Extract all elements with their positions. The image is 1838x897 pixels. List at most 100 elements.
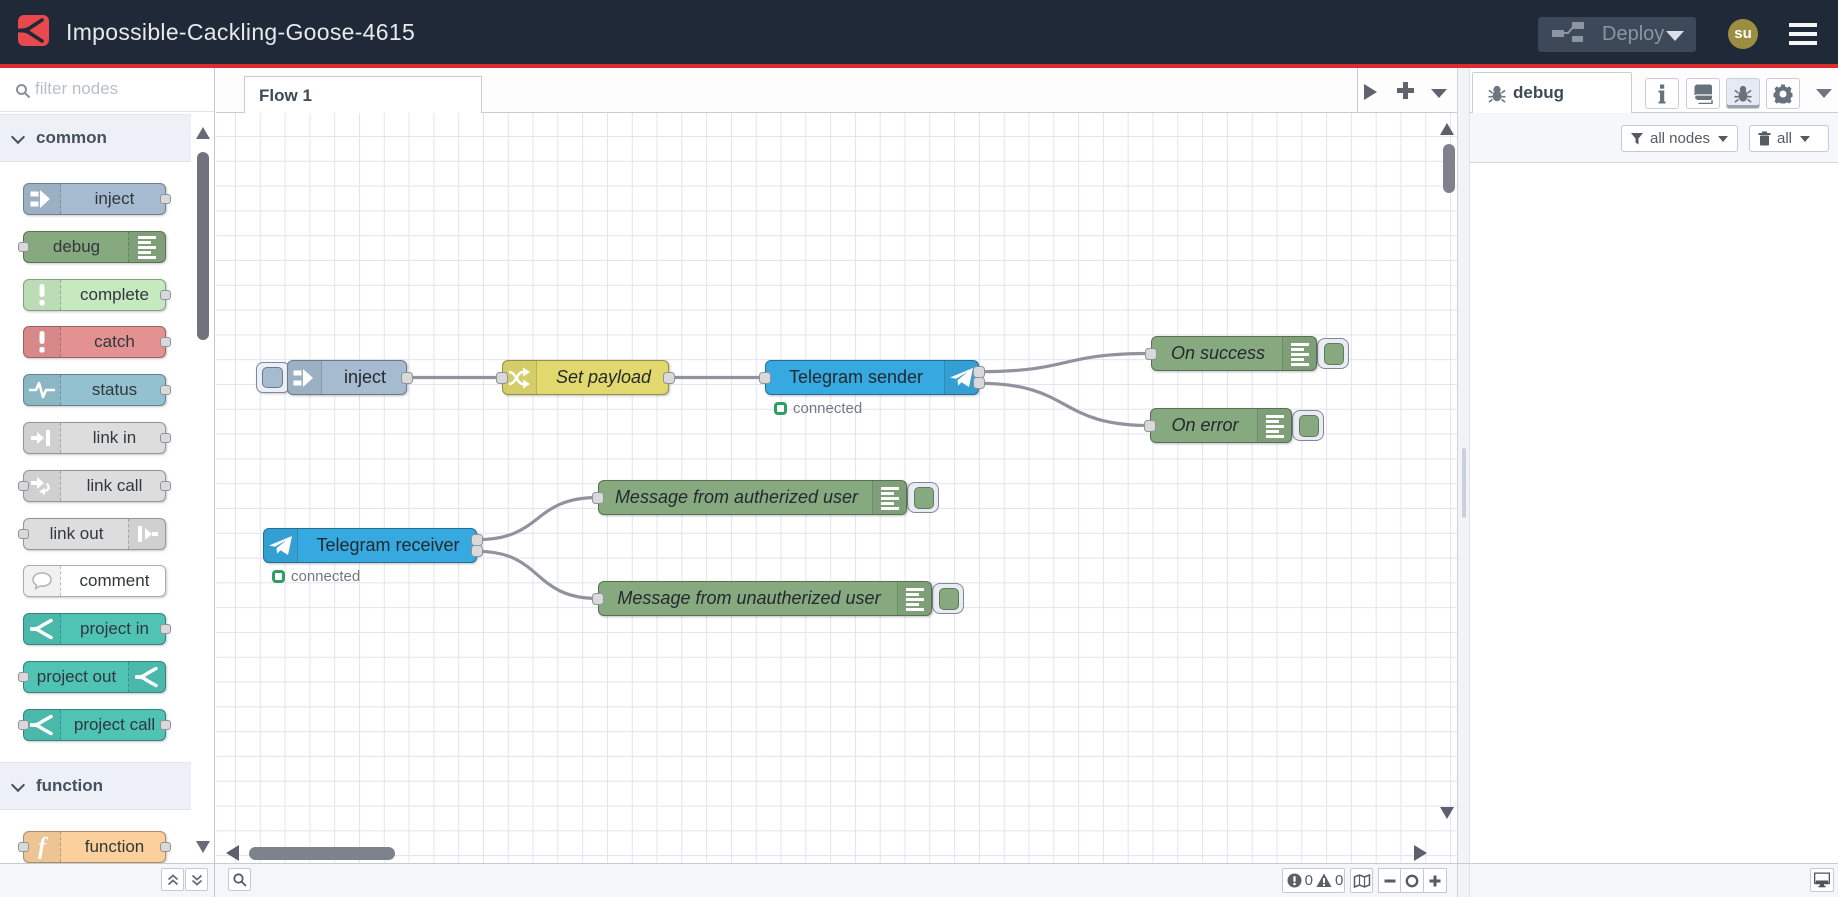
flow-node-msg-auth[interactable]: Message from autherized user — [598, 480, 907, 515]
node-input-port[interactable] — [592, 491, 604, 504]
canvas-horizontal-scrollbar[interactable] — [249, 847, 395, 860]
sidebar-button-debug[interactable] — [1725, 78, 1760, 109]
inject-icon — [24, 184, 61, 214]
palette-category-common[interactable]: common — [0, 114, 191, 162]
debug-toggle-button[interactable] — [1317, 338, 1349, 369]
zoom-out-button[interactable] — [1378, 868, 1401, 893]
debug-filter-button[interactable]: all nodes — [1621, 125, 1738, 152]
node-input-port[interactable] — [1144, 419, 1156, 432]
palette-node-output-port — [160, 194, 171, 204]
chevron-down-icon — [1800, 135, 1811, 142]
palette-node-link-out[interactable]: link out — [18, 517, 166, 550]
search-flows-button[interactable] — [228, 868, 251, 891]
palette-node-output-port — [160, 841, 171, 852]
next-tab-button[interactable] — [1364, 84, 1377, 100]
flow-node-set-payload[interactable]: Set payload — [502, 360, 669, 395]
palette-node-project-call[interactable]: project call — [18, 708, 171, 741]
palette-node-link-call[interactable]: link call — [18, 469, 171, 502]
sidebar: debug all nodes — [1470, 68, 1838, 863]
wires-layer — [407, 351, 1152, 601]
palette-scroll-up-icon[interactable] — [196, 127, 210, 139]
inject-run-button[interactable] — [256, 362, 290, 393]
workspace-tabbar: Flow 1 — [216, 68, 1457, 113]
debug-toggle-button[interactable] — [1292, 410, 1324, 441]
canvas-scroll-down-icon[interactable] — [1440, 807, 1454, 819]
node-input-port[interactable] — [592, 592, 604, 605]
main-menu-button[interactable] — [1789, 23, 1817, 45]
canvas-scroll-right-icon[interactable] — [1414, 845, 1427, 861]
instance-title: Impossible-Cackling-Goose-4615 — [66, 19, 416, 45]
node-input-port[interactable] — [1145, 347, 1157, 360]
canvas-column: Flow 1 inject Set payload Telegram sende… — [216, 68, 1457, 863]
palette-node-project-in[interactable]: project in — [23, 613, 171, 646]
flow-node-msg-unauth[interactable]: Message from unautherized user — [598, 581, 932, 616]
notification-counts[interactable]: 0 0 — [1282, 868, 1345, 893]
debug-list-icon — [1257, 409, 1291, 442]
palette-node-output-port — [160, 480, 171, 491]
link-call-icon — [24, 470, 61, 501]
node-input-port[interactable] — [496, 371, 508, 384]
node-output-port[interactable] — [973, 377, 985, 390]
sidebar-button-help[interactable] — [1685, 78, 1720, 109]
deploy-button[interactable]: Deploy — [1538, 17, 1696, 52]
node-input-port[interactable] — [759, 371, 771, 384]
zoom-controls — [1378, 868, 1447, 893]
palette-scrollbar[interactable] — [197, 152, 209, 340]
palette-category-function[interactable]: function — [0, 761, 191, 810]
flow-node-on-error[interactable]: On error — [1150, 408, 1292, 443]
palette-node-catch[interactable]: catch — [23, 326, 171, 359]
flow-node-telegram-receiver[interactable]: Telegram receiver — [263, 528, 477, 563]
debug-toggle-button[interactable] — [932, 583, 964, 614]
sidebar-tab-debug[interactable]: debug — [1472, 72, 1632, 113]
node-output-port[interactable] — [973, 365, 985, 378]
tab-flow-1[interactable]: Flow 1 — [244, 76, 482, 113]
node-output-port[interactable] — [663, 371, 675, 384]
debug-toggle-button[interactable] — [907, 482, 939, 513]
palette-node-input-port — [18, 480, 29, 491]
node-label: inject — [343, 367, 387, 387]
debug-clear-button[interactable]: all — [1749, 125, 1829, 152]
footer-separator — [1457, 864, 1470, 897]
navigator-button[interactable] — [1350, 868, 1373, 893]
palette-node-link-in[interactable]: link in — [23, 422, 171, 454]
flow-node-inject[interactable]: inject — [287, 360, 407, 395]
sidebar-button-config[interactable] — [1766, 78, 1800, 109]
canvas-scroll-left-icon[interactable] — [226, 845, 239, 861]
palette-node-debug[interactable]: debug — [18, 230, 166, 263]
palette-node-project-out[interactable]: project out — [18, 661, 166, 693]
user-avatar[interactable]: su — [1728, 19, 1758, 49]
flow-canvas[interactable]: inject Set payload Telegram sender conne… — [216, 113, 1457, 863]
project-icon — [24, 614, 61, 645]
palette-node-complete[interactable]: complete — [23, 278, 171, 311]
sidebar-tabs-caret-icon[interactable] — [1816, 89, 1832, 98]
palette-node-output-port — [160, 624, 171, 635]
zoom-in-button[interactable] — [1424, 868, 1447, 893]
node-label: Telegram sender — [788, 367, 924, 387]
flow-list-button[interactable] — [1431, 89, 1447, 98]
node-output-port[interactable] — [471, 533, 483, 546]
collapse-categories-button[interactable] — [161, 868, 184, 891]
zoom-reset-button[interactable] — [1401, 868, 1424, 893]
flow-node-on-success[interactable]: On success — [1151, 336, 1317, 371]
canvas-vertical-scrollbar[interactable] — [1443, 144, 1455, 193]
palette-scroll-down-icon[interactable] — [196, 841, 210, 853]
canvas-scroll-up-icon[interactable] — [1440, 123, 1454, 135]
node-output-port[interactable] — [471, 545, 483, 558]
palette-node-status[interactable]: status — [23, 374, 171, 407]
expand-categories-button[interactable] — [185, 868, 208, 891]
flow-node-telegram-sender[interactable]: Telegram sender — [765, 360, 979, 395]
palette-search[interactable]: filter nodes — [0, 68, 214, 112]
bug-icon — [1488, 85, 1506, 103]
sidebar-separator[interactable] — [1457, 68, 1470, 863]
palette-node-inject[interactable]: inject — [23, 183, 171, 215]
open-dashboard-button[interactable] — [1810, 868, 1834, 892]
add-flow-button[interactable] — [1395, 80, 1415, 100]
separator-grip — [1462, 448, 1466, 518]
palette-node-comment[interactable]: comment — [23, 565, 166, 598]
palette-footer — [0, 864, 215, 897]
node-output-port[interactable] — [401, 371, 413, 384]
flowfuse-logo-icon[interactable] — [16, 15, 49, 46]
sidebar-button-info[interactable] — [1645, 78, 1679, 109]
deploy-options-caret-icon[interactable] — [1666, 31, 1684, 41]
